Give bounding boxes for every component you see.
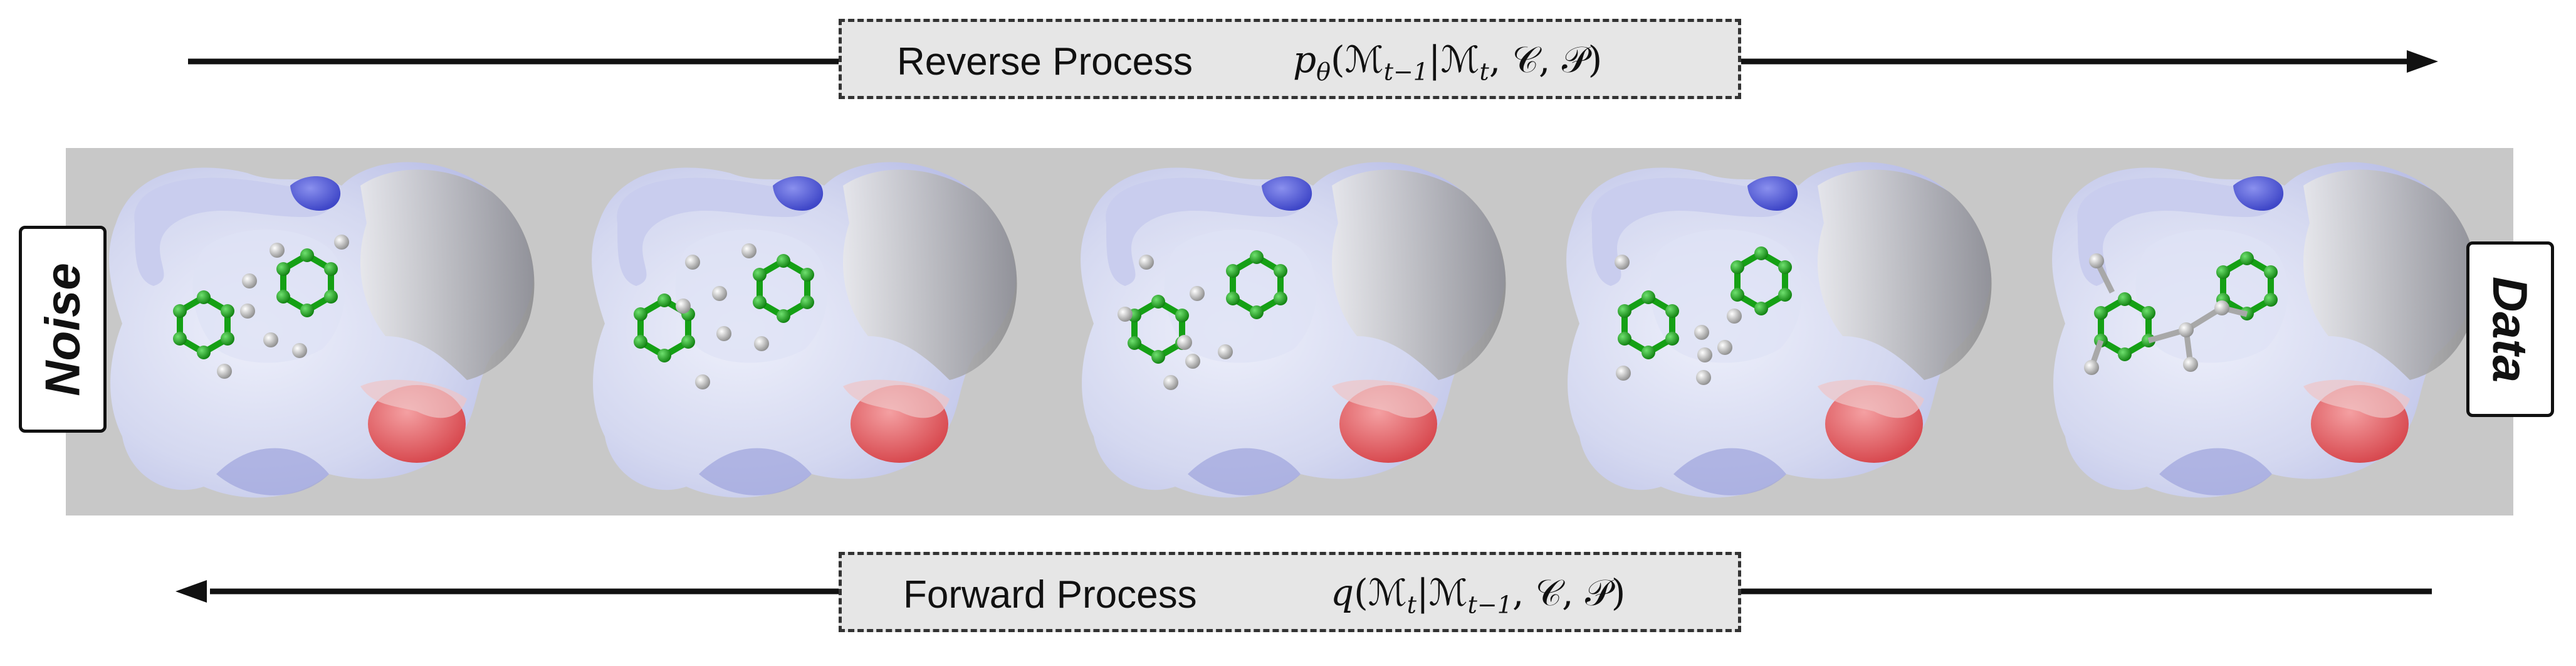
forward-process-box: Forward Process q(ℳt|ℳt−1, 𝒞, 𝒫)	[839, 552, 1741, 632]
reverse-process-formula: pθ(ℳt−1|ℳt, 𝒞, 𝒫)	[1293, 38, 1603, 86]
forward-process-label: Forward Process	[903, 573, 1197, 616]
snapshot-4	[1566, 162, 1992, 498]
free-atoms	[1615, 255, 1742, 385]
snapshot-2	[592, 162, 1017, 498]
free-atoms	[217, 235, 349, 379]
free-atoms	[676, 243, 769, 389]
snapshot-1	[109, 162, 535, 498]
diffusion-snapshots	[109, 162, 2478, 498]
data-label-box: Data	[2466, 241, 2554, 417]
forward-process-formula: q(ℳt|ℳt−1, 𝒞, 𝒫)	[1331, 571, 1626, 619]
data-label: Data	[2483, 276, 2538, 383]
noise-label-box: Noise	[19, 226, 107, 433]
noise-label: Noise	[34, 262, 90, 396]
reverse-process-box: Reverse Process pθ(ℳt−1|ℳt, 𝒞, 𝒫)	[839, 19, 1741, 99]
snapshot-3	[1081, 162, 1506, 498]
snapshot-5	[2052, 162, 2478, 498]
reverse-process-label: Reverse Process	[897, 40, 1193, 83]
linker-atoms	[2084, 253, 2229, 375]
free-atoms	[1118, 255, 1233, 390]
